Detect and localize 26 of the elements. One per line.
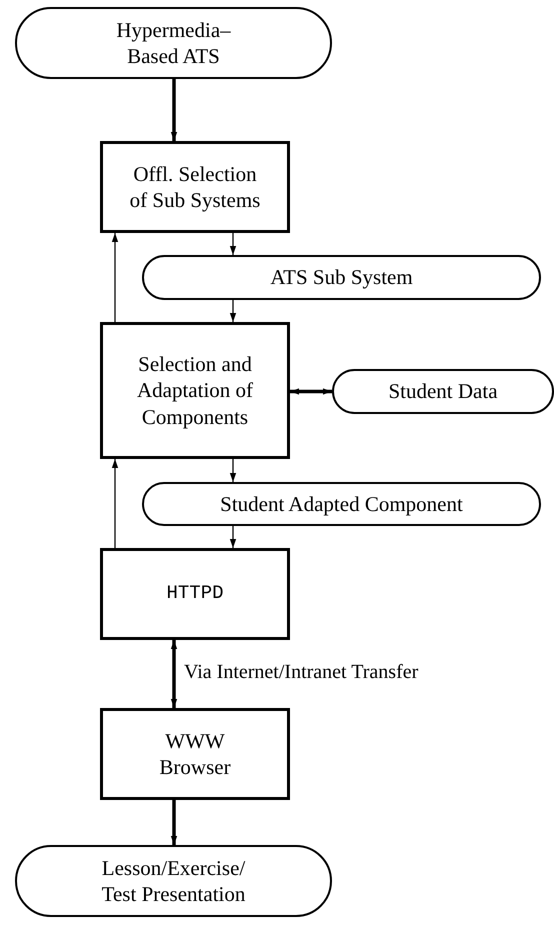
arrow [230,233,236,255]
node-text: HTTPD [166,582,224,606]
process-box [100,548,290,640]
node-text: WWW Browser [158,728,232,780]
node-text: Student Data [388,378,498,405]
arrow [230,526,236,548]
arrow [230,300,236,322]
arrow [170,79,178,141]
arrow [230,459,236,482]
arrow [112,459,118,548]
process-box [100,708,290,800]
arrow [290,388,332,395]
process-box [100,141,290,233]
node-text: Hypermedia– Based ATS [115,16,232,70]
arrow [112,233,118,322]
arrow [170,800,178,845]
arrow [170,640,178,708]
node-text: Offl. Selection of Sub Systems [128,160,262,214]
process-box [100,322,290,459]
node-text: Lesson/Exercise/ Test Presentation [100,854,246,908]
data-shape [142,255,541,300]
data-shape [332,369,554,414]
node-text: Student Adapted Component [220,490,463,518]
node-text: ATS Sub System [270,264,413,291]
data-shape [142,482,541,526]
node-text: Selection and Adaptation of Components [136,351,254,430]
